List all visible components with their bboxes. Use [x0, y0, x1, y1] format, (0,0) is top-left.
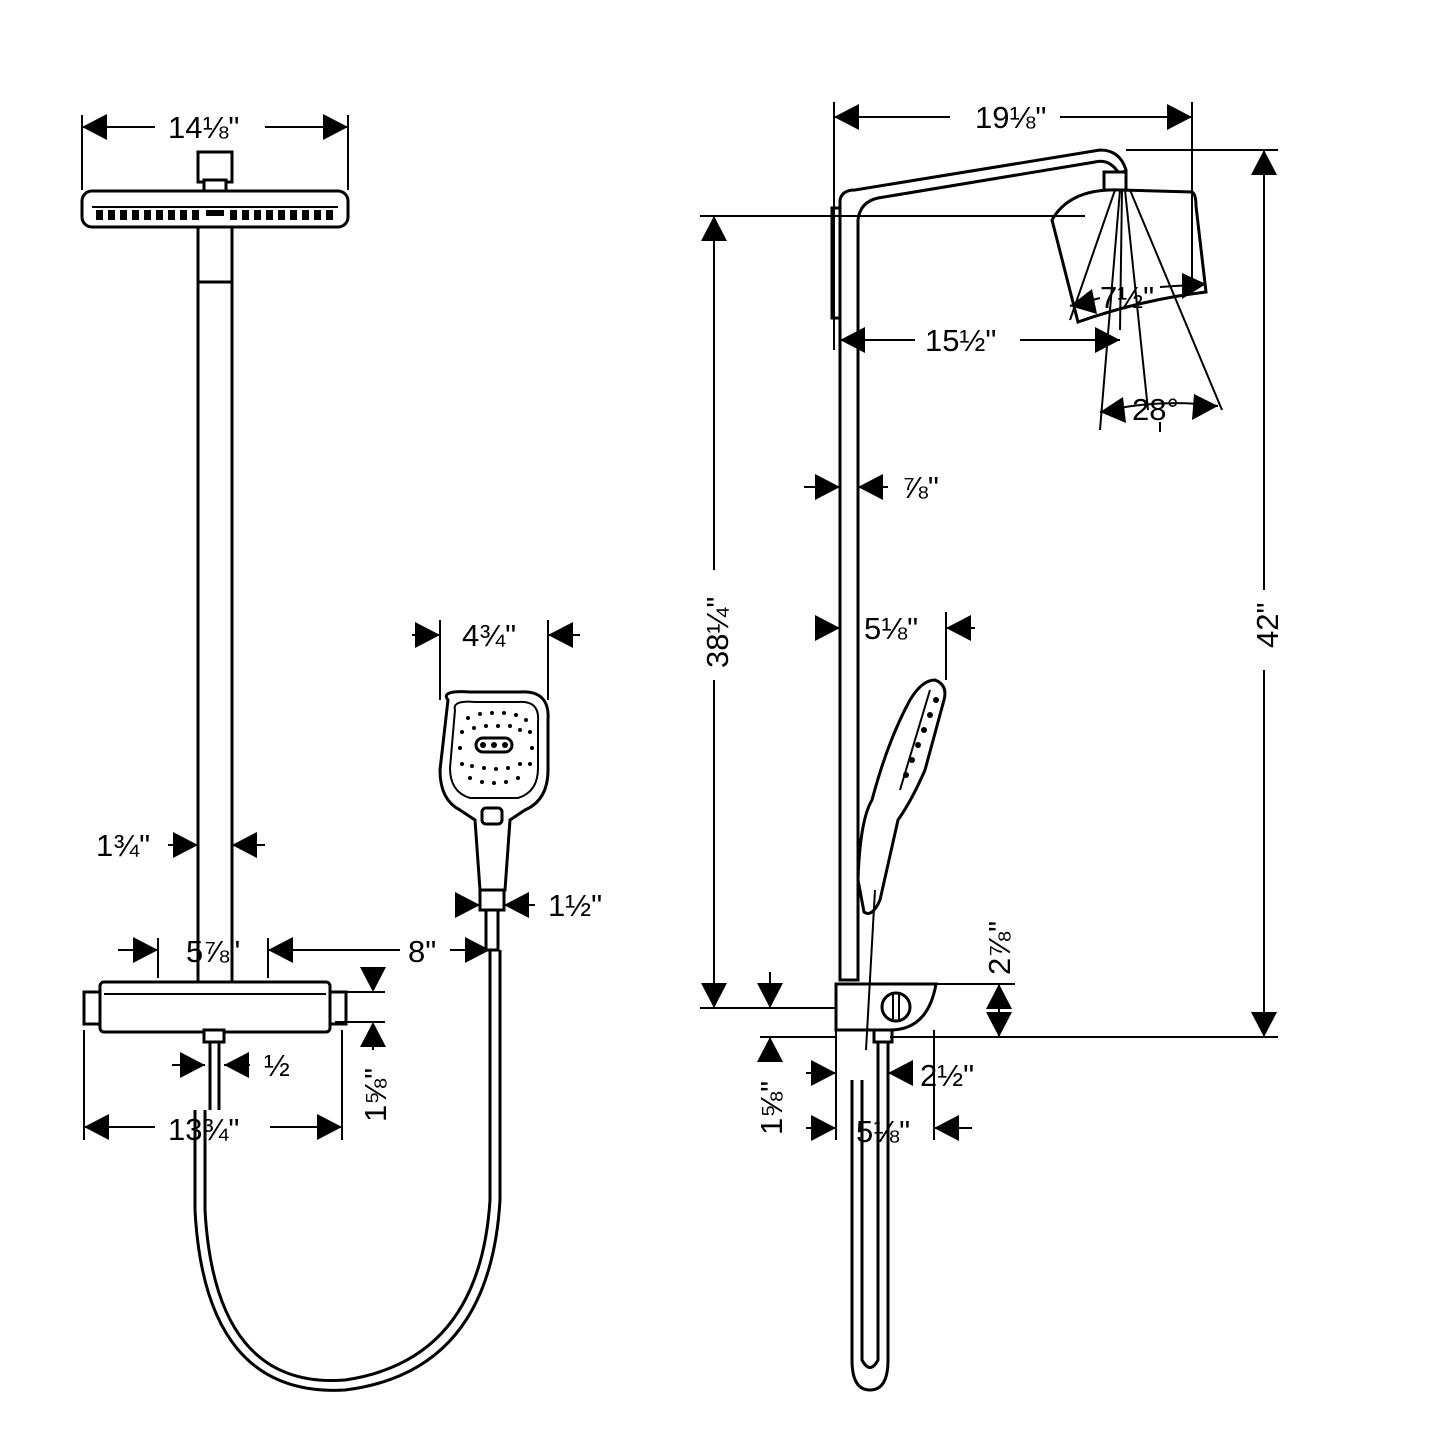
label-38-1-4: 38¼" — [700, 597, 735, 668]
label-4-3-4: 4¾" — [462, 618, 516, 653]
dim-front-overhead-width: 14⅛" — [81, 110, 349, 190]
dim-front-thermostat-height: 1⅝" — [335, 967, 393, 1122]
front-shower-hose — [203, 950, 492, 1383]
side-view: 19⅛" 7½" 15½" 28° — [700, 100, 1285, 1392]
dim-side-pipe-diameter: ⅞" — [804, 470, 939, 505]
label-8: 8" — [408, 934, 436, 969]
dim-hand-shower-width: 4¾" — [412, 618, 580, 700]
dim-front-thermostat-width: 13¾" — [83, 1030, 343, 1147]
dim-side-outlet-offset: 2½" — [806, 1030, 974, 1140]
side-hand-shower — [856, 678, 947, 1051]
label-side-5-1-8-upper: 5⅛" — [864, 611, 918, 646]
label-1-2: ½ — [264, 1048, 290, 1083]
dim-side-wall-offset-top — [757, 972, 783, 1008]
dim-side-thermostat-height: 2⅞" — [936, 921, 1017, 1037]
dim-side-thermostat-depth: 5⅛" — [806, 1030, 972, 1149]
overhead-shower-head — [80, 150, 350, 229]
dim-front-pipe-diameter: 1¾" — [96, 828, 265, 863]
dim-side-column-height: 38¼" — [700, 215, 1085, 1009]
dim-side-spray-angle: 28° — [1099, 392, 1219, 432]
label-28-deg: 28° — [1132, 392, 1179, 427]
front-view: 14⅛" 1¾" 5⅞" 8" — [80, 110, 602, 1392]
dim-side-wall-offset: 1⅝" — [754, 1036, 836, 1135]
side-hand-nozzles — [903, 697, 939, 778]
label-42: 42" — [1250, 603, 1285, 649]
front-thermostat — [82, 980, 348, 1110]
front-shower-pipe — [196, 225, 234, 984]
hand-shower-nozzles — [458, 711, 534, 785]
label-15-1-2: 15½" — [925, 323, 996, 358]
label-front-1-5-8: 1⅝" — [358, 1068, 393, 1122]
label-14-1-8: 14⅛" — [168, 110, 239, 145]
label-7-1-2: 7½" — [1100, 280, 1154, 315]
dim-side-arm-reach: 15½" — [840, 323, 1120, 358]
dim-front-outlet: ½ — [172, 1048, 290, 1083]
label-1-1-2: 1½" — [548, 888, 602, 923]
overhead-nozzles — [96, 210, 333, 220]
side-shower-hose — [850, 1080, 890, 1392]
side-overhead-head — [1050, 188, 1223, 431]
dim-side-total-height: 42" — [890, 149, 1285, 1038]
dim-side-hand-shower-depth: 5⅛" — [815, 611, 975, 680]
label-2-7-8: 2⅞" — [982, 921, 1017, 975]
label-7-8: ⅞" — [902, 470, 939, 505]
front-hand-shower — [438, 690, 550, 952]
label-13-3-4: 13¾" — [168, 1112, 239, 1147]
label-1-3-4: 1¾" — [96, 828, 150, 863]
dim-side-head-diameter: 7½" — [1069, 273, 1207, 315]
label-5-7-8: 5⅞" — [186, 934, 240, 969]
side-shower-column — [838, 148, 1128, 982]
label-19-1-8: 19⅛" — [975, 100, 1046, 135]
label-side-5-1-8-lower: 5⅛" — [856, 1114, 910, 1149]
dim-side-projection: 19⅛" — [833, 100, 1193, 350]
dim-front-hose-distance: 8" — [268, 934, 490, 969]
dim-hand-shower-connection: 1½" — [455, 888, 602, 923]
label-2-1-2: 2½" — [920, 1058, 974, 1093]
label-side-1-5-8: 1⅝" — [754, 1081, 789, 1135]
